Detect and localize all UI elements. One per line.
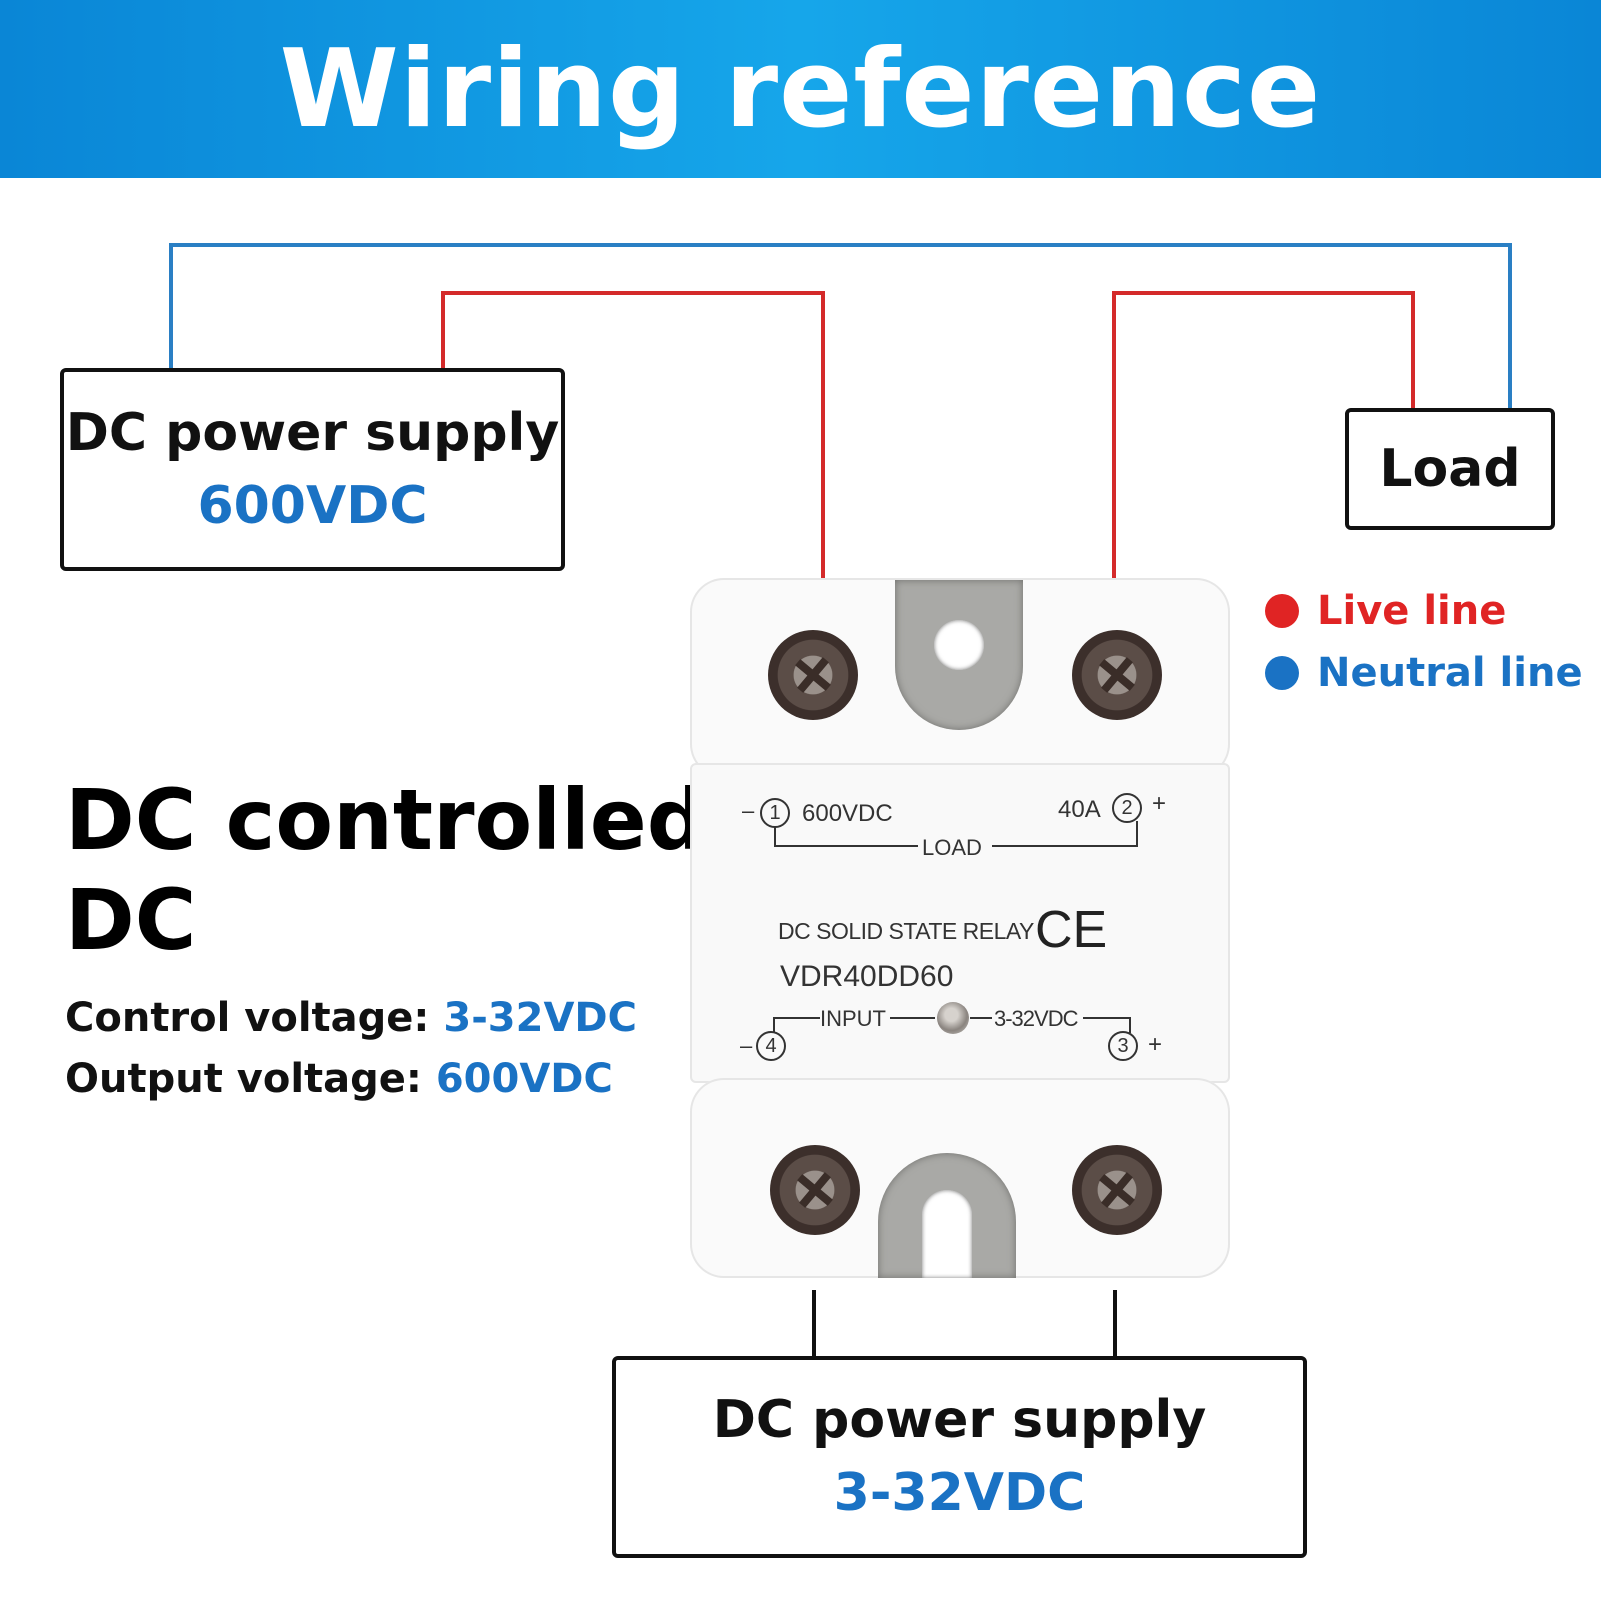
load-label-text: LOAD <box>922 835 982 860</box>
mounting-hole-top <box>934 620 984 670</box>
terminal-4-label: 4 <box>756 1031 786 1061</box>
load-box: Load <box>1345 408 1555 530</box>
legend-neutral-label: Neutral line <box>1317 650 1583 696</box>
terminal-3-label: 3 <box>1108 1031 1138 1061</box>
screw-terminal-2 <box>1072 630 1162 720</box>
legend-live: Live line <box>1265 588 1506 634</box>
supply-voltage: 3-32VDC <box>833 1463 1086 1523</box>
solid-state-relay: – 1 600VDC 40A 2 + LOAD DC SOLID STATE R… <box>690 578 1230 1278</box>
screw-terminal-1 <box>768 630 858 720</box>
legend-live-label: Live line <box>1317 588 1507 634</box>
relay-model: VDR40DD60 <box>780 960 954 993</box>
supply-voltage: 600VDC <box>197 475 428 536</box>
load-current: 40A <box>1058 796 1101 823</box>
screw-terminal-3 <box>1072 1145 1162 1235</box>
heading-line-1: DC controlled <box>65 771 707 869</box>
output-voltage-spec: Output voltage: 600VDC <box>65 1056 613 1102</box>
input-indicator-led <box>937 1002 969 1034</box>
dc-power-supply-600v-box: DC power supply 600VDC <box>60 368 565 571</box>
supply-label: DC power supply <box>65 402 560 463</box>
mounting-slot-opening <box>922 1190 972 1278</box>
heading-line-2: DC <box>65 871 197 969</box>
live-wire-left <box>441 291 825 590</box>
relay-type: DC SOLID STATE RELAY <box>778 918 1034 944</box>
control-voltage-spec: Control voltage: 3-32VDC <box>65 995 637 1041</box>
control-voltage-label: Control voltage: <box>65 995 430 1041</box>
neutral-wire <box>169 243 1512 410</box>
input-minus: – <box>740 1033 753 1058</box>
live-wire-right <box>1112 291 1415 590</box>
input-voltage: 3-32VDC <box>994 1006 1078 1031</box>
page-title: Wiring reference <box>279 26 1322 152</box>
load-label: Load <box>1379 438 1521 499</box>
title-banner: Wiring reference <box>0 0 1601 178</box>
load-voltage: 600VDC <box>802 800 893 827</box>
screw-terminal-4 <box>770 1145 860 1235</box>
load-plus: + <box>1152 790 1167 817</box>
terminal-2-label: 2 <box>1112 793 1142 823</box>
output-voltage-label: Output voltage: <box>65 1056 422 1102</box>
supply-label: DC power supply <box>712 1390 1207 1451</box>
input-label: INPUT <box>820 1006 886 1031</box>
output-voltage-value: 600VDC <box>435 1056 613 1102</box>
ce-mark: CE <box>1035 901 1108 959</box>
live-dot-icon <box>1265 594 1299 628</box>
neutral-dot-icon <box>1265 656 1299 690</box>
dc-power-supply-3-32v-box: DC power supply 3-32VDC <box>612 1356 1307 1558</box>
input-plus: + <box>1148 1031 1163 1058</box>
legend-neutral: Neutral line <box>1265 650 1583 696</box>
load-minus: – <box>742 798 755 823</box>
load-bracket-line <box>773 821 1138 1033</box>
control-voltage-value: 3-32VDC <box>443 995 637 1041</box>
